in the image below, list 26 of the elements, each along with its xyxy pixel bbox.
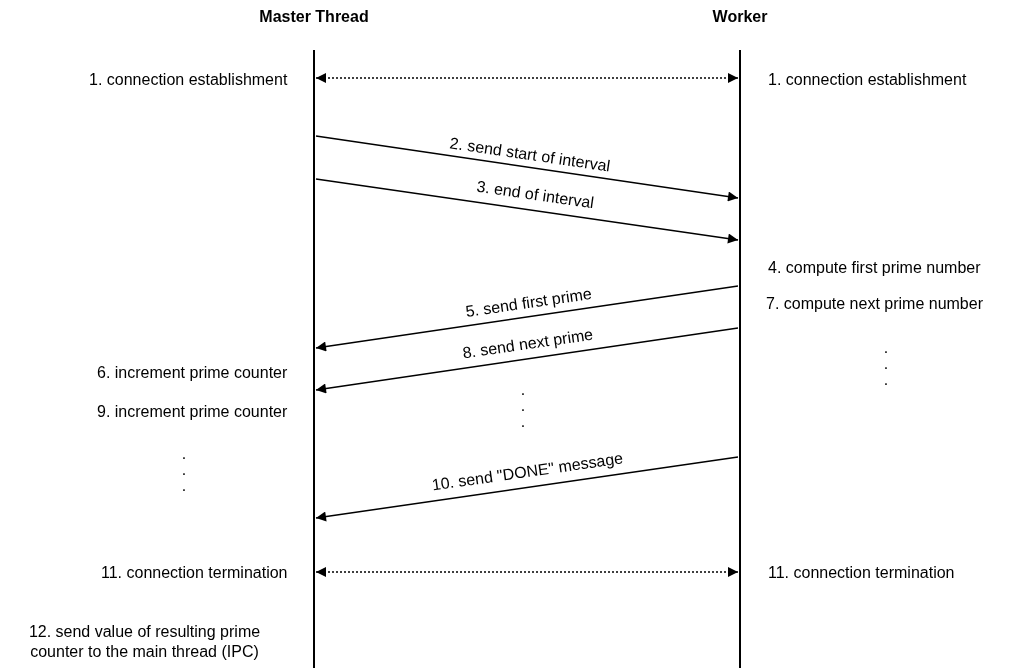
step-note: 1. connection establishment <box>89 70 288 90</box>
message-arrow <box>315 285 739 352</box>
message-label: 5. send first prime <box>463 284 593 322</box>
step-note: 4. compute first prime number <box>768 258 981 278</box>
message-arrow <box>315 73 739 83</box>
step-note: 11. connection termination <box>101 563 288 583</box>
ellipsis-dots: . . . <box>519 382 527 430</box>
step-note: 1. connection establishment <box>768 70 967 90</box>
message-label: 8. send next prime <box>461 325 595 363</box>
ellipsis-dots: . . . <box>882 340 890 388</box>
step-note: 7. compute next prime number <box>766 294 983 314</box>
lifeline-title: Worker <box>711 8 769 26</box>
message-arrow <box>315 135 739 202</box>
message-label: 2. send start of interval <box>448 134 612 176</box>
step-note: 11. connection termination <box>768 563 955 583</box>
step-note: 12. send value of resulting prime counter to the main thread (IPC) <box>27 622 262 662</box>
message-arrow <box>315 567 739 577</box>
message-label: 3. end of interval <box>475 177 595 213</box>
lifeline-title: Master Thread <box>258 8 370 26</box>
step-note: 6. increment prime counter <box>97 363 288 383</box>
message-arrow <box>315 178 739 244</box>
ellipsis-dots: . . . <box>180 446 188 494</box>
step-note: 9. increment prime counter <box>97 402 288 422</box>
message-label: 10. send "DONE" message <box>430 449 624 495</box>
message-arrow <box>315 327 739 394</box>
message-arrow <box>315 456 739 522</box>
